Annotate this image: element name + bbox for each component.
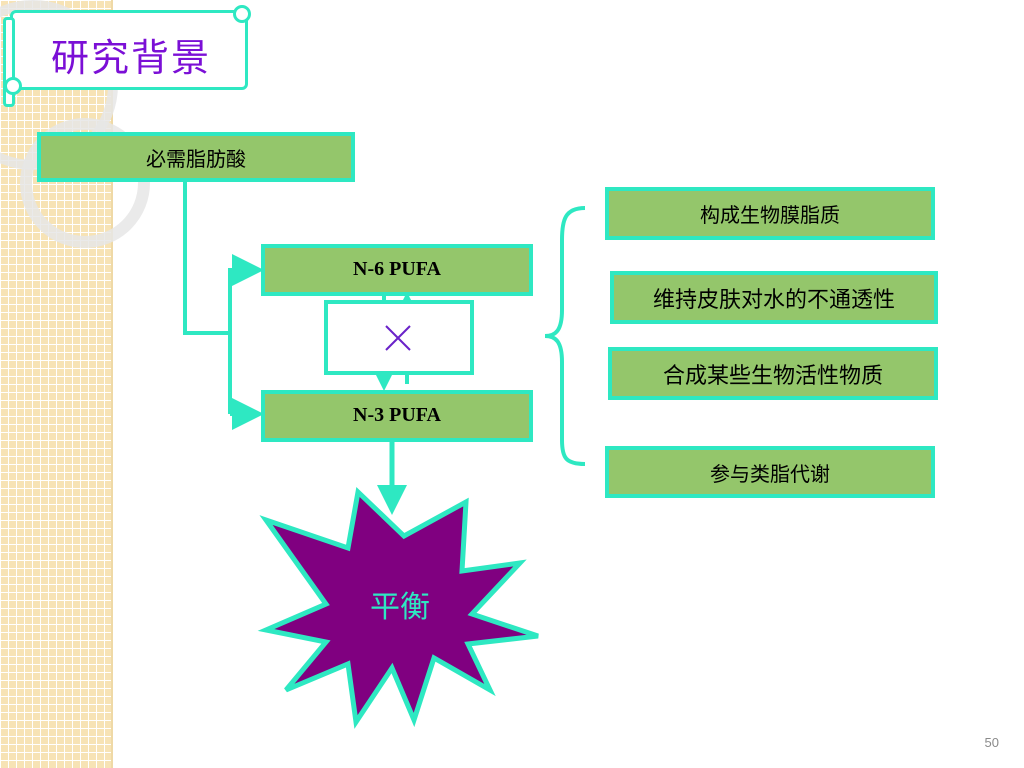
scroll-curl-decoration bbox=[4, 77, 22, 95]
connector-root-to-split bbox=[183, 182, 230, 335]
curly-brace bbox=[544, 206, 586, 466]
function-label: 参与类脂代谢 bbox=[710, 461, 830, 486]
title-scroll-frame: 研究背景 bbox=[3, 5, 251, 107]
n6-pufa-box: N-6 PUFA bbox=[261, 244, 533, 296]
function-box: 构成生物膜脂质 bbox=[605, 187, 935, 240]
n3-pufa-label: N-3 PUFA bbox=[353, 404, 441, 426]
function-box: 维持皮肤对水的不通透性 bbox=[610, 271, 938, 324]
interaction-cross-icon bbox=[385, 325, 411, 351]
function-label: 维持皮肤对水的不通透性 bbox=[652, 287, 895, 313]
function-label: 构成生物膜脂质 bbox=[700, 203, 840, 227]
function-box: 合成某些生物活性物质 bbox=[608, 347, 938, 400]
n3-pufa-box: N-3 PUFA bbox=[261, 390, 533, 442]
function-box: 参与类脂代谢 bbox=[605, 446, 935, 498]
function-label: 合成某些生物活性物质 bbox=[662, 363, 883, 389]
page-number: 50 bbox=[984, 735, 999, 750]
balance-label: 平衡 bbox=[370, 590, 430, 625]
essential-fatty-acid-box: 必需脂肪酸 bbox=[37, 132, 355, 182]
slide-title: 研究背景 bbox=[51, 36, 212, 80]
essential-fatty-acid-label: 必需脂肪酸 bbox=[146, 146, 246, 171]
n6-pufa-label: N-6 PUFA bbox=[353, 258, 441, 280]
scroll-curl-decoration bbox=[233, 5, 251, 23]
